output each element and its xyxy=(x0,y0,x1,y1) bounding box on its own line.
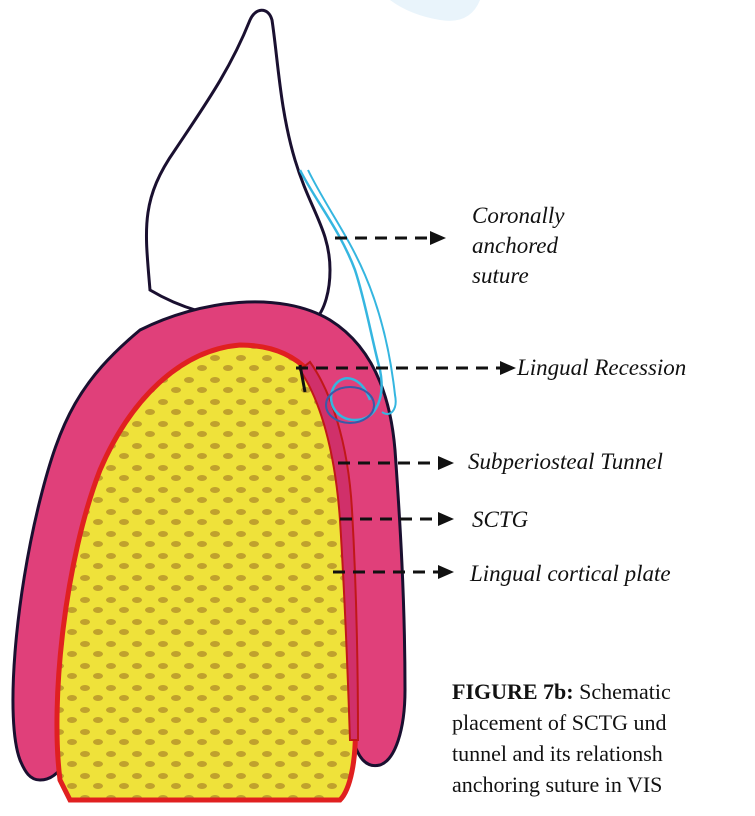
lingual-cortical-plate-label: Lingual cortical plate xyxy=(470,559,671,589)
lingual-recession-label: Lingual Recession xyxy=(517,353,686,383)
tooth-crown xyxy=(146,10,330,321)
coronally-anchored-suture-label: Coronally anchored suture xyxy=(472,201,564,291)
figure-caption: FIGURE 7b: Schematic placement of SCTG u… xyxy=(452,676,755,800)
caption-prefix: FIGURE 7b: xyxy=(452,679,574,704)
sctg-label: SCTG xyxy=(472,505,528,535)
subperiosteal-tunnel-label: Subperiosteal Tunnel xyxy=(468,447,663,477)
background-blob xyxy=(390,0,480,21)
